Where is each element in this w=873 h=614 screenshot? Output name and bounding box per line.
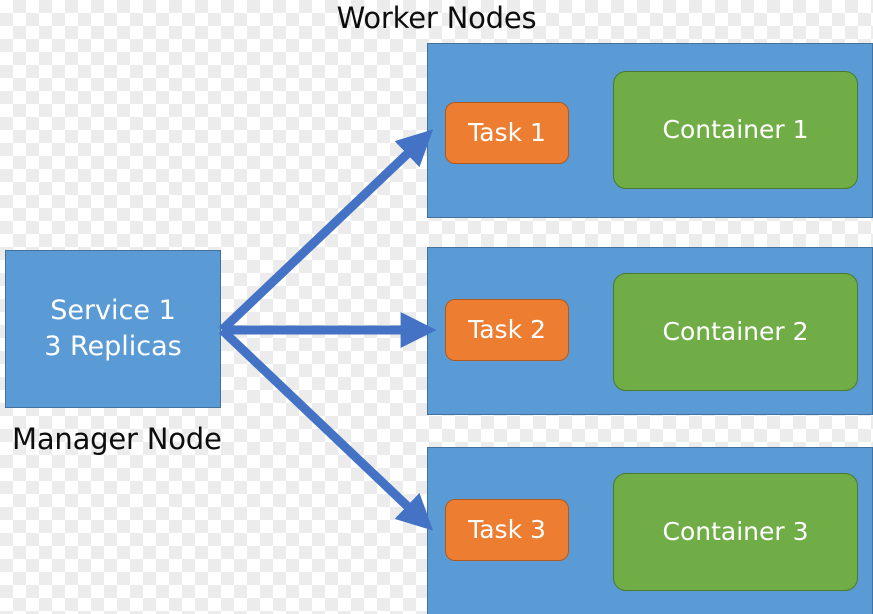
worker-node-1: Task 1 Container 1: [427, 43, 873, 218]
task-box-1: Task 1: [445, 102, 569, 164]
task-label-3: Task 3: [468, 515, 546, 544]
container-box-2: Container 2: [613, 273, 858, 391]
worker-node-2: Task 2 Container 2: [427, 247, 873, 415]
container-label-2: Container 2: [662, 317, 809, 346]
worker-nodes-title: Worker Nodes: [336, 1, 537, 35]
task-box-3: Task 3: [445, 499, 569, 561]
task-box-2: Task 2: [445, 299, 569, 361]
container-box-3: Container 3: [613, 473, 858, 591]
arrow-to-worker-1: [218, 129, 434, 334]
arrow-to-worker-3: [218, 326, 434, 531]
service-name-label: Service 1: [50, 295, 176, 326]
replica-count-label: 3 Replicas: [44, 331, 182, 362]
task-label-2: Task 2: [468, 315, 546, 344]
task-label-1: Task 1: [468, 118, 546, 147]
worker-node-3: Task 3 Container 3: [427, 447, 873, 614]
container-label-3: Container 3: [662, 517, 809, 546]
container-box-1: Container 1: [613, 71, 858, 189]
manager-node-caption: Manager Node: [12, 422, 222, 456]
container-label-1: Container 1: [662, 115, 809, 144]
manager-node-box: Service 1 3 Replicas: [5, 250, 221, 408]
